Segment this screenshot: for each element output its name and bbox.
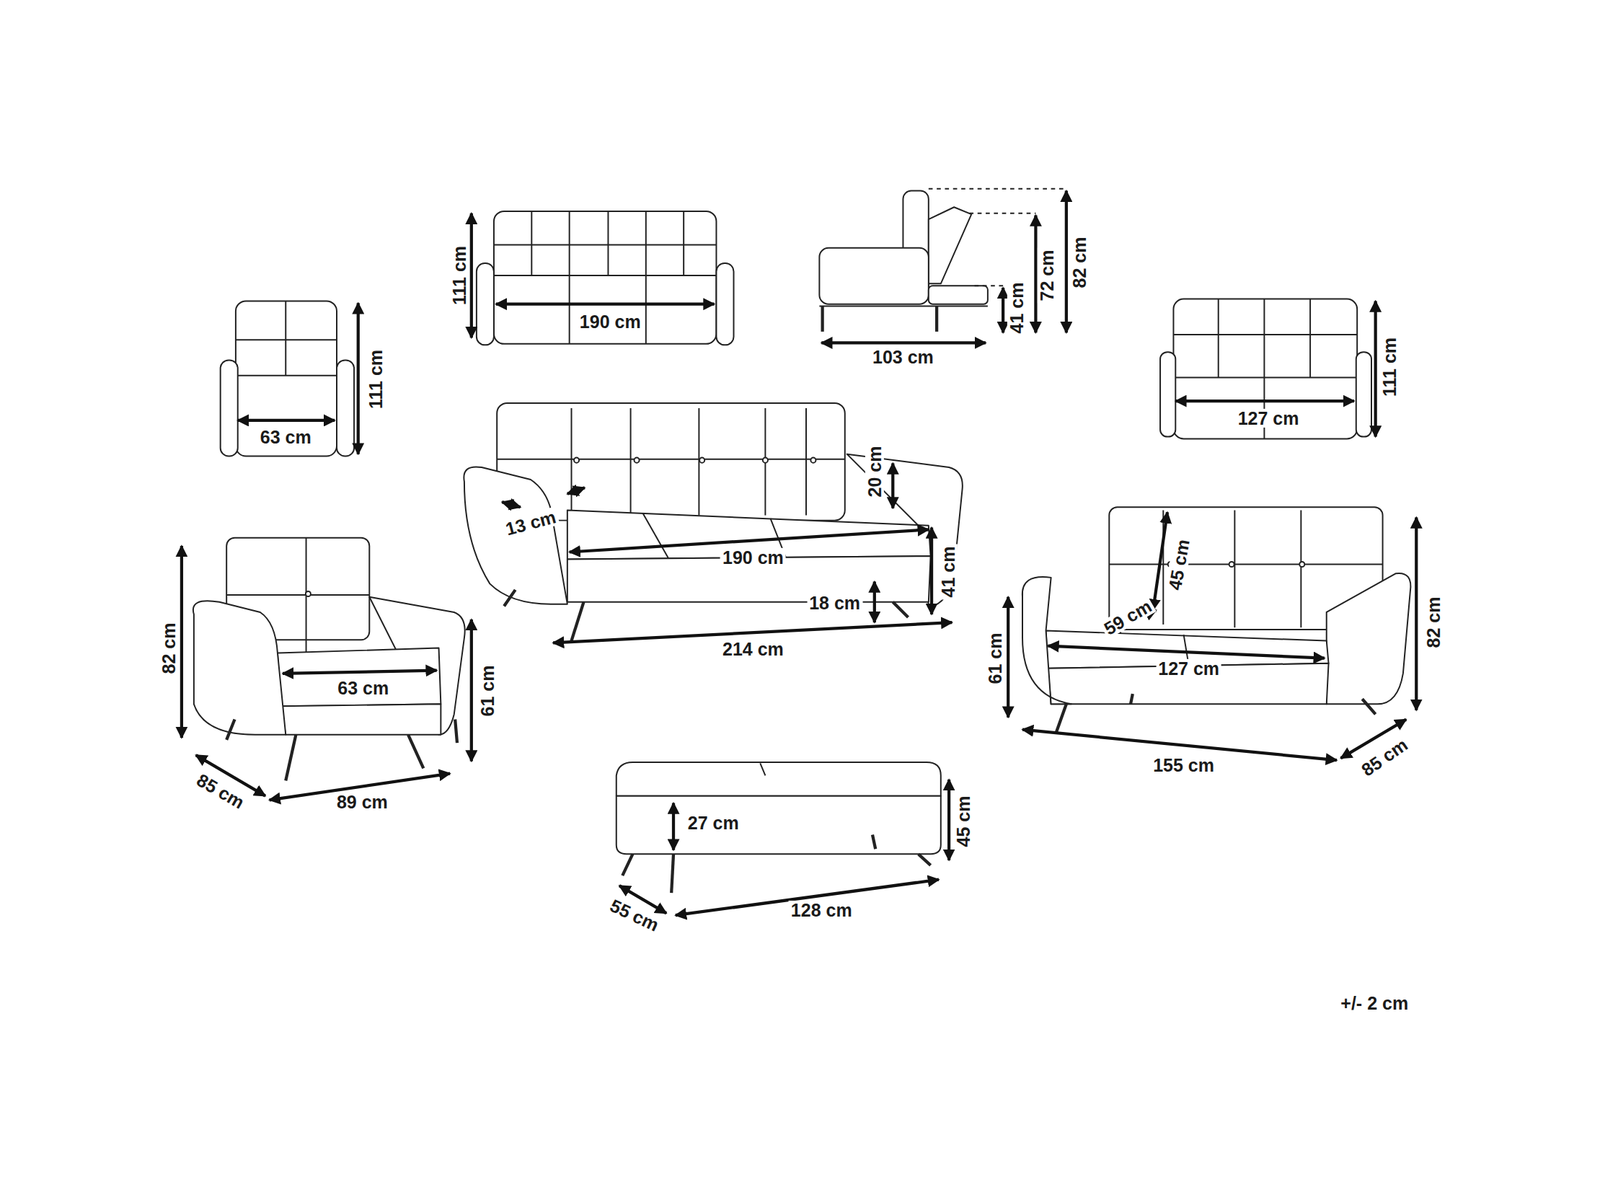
dimension-label: 89 cm xyxy=(334,792,391,812)
dimension-label: 41 cm xyxy=(1006,280,1026,337)
dimension-label: 127 cm xyxy=(1235,408,1302,428)
dimension-label: 127 cm xyxy=(1155,659,1222,678)
dimension-label: 41 cm xyxy=(938,543,958,600)
dimension-label: 20 cm xyxy=(865,443,885,499)
dimension-label: 61 cm xyxy=(478,663,497,719)
dimension-label: 18 cm xyxy=(806,593,863,613)
dimension-label: 27 cm xyxy=(685,813,742,833)
dimension-label: 103 cm xyxy=(870,347,936,367)
dimension-arrows xyxy=(181,191,1417,916)
dimension-label: 214 cm xyxy=(720,639,786,659)
dimension-label: +/- 2 cm xyxy=(1338,993,1411,1013)
dimension-label: 111 cm xyxy=(366,347,386,411)
dimension-label: 61 cm xyxy=(985,630,1005,686)
dimension-label: 190 cm xyxy=(577,312,644,331)
dimension-label: 155 cm xyxy=(1150,755,1217,775)
dimension-label: 111 cm xyxy=(1380,335,1399,399)
dimension-label: 45 cm xyxy=(953,793,973,850)
dimension-label: 82 cm xyxy=(1070,234,1089,290)
dimension-label: 55 cm xyxy=(605,894,665,936)
dimension-label: 85 cm xyxy=(1356,733,1413,781)
dimension-label: 190 cm xyxy=(720,547,786,567)
dimension-label: 82 cm xyxy=(1424,594,1443,651)
dimension-label: 85 cm xyxy=(191,768,250,813)
dimension-label: 72 cm xyxy=(1037,248,1057,304)
dimension-label: 82 cm xyxy=(158,620,178,676)
dimension-label: 128 cm xyxy=(788,900,855,920)
outlines xyxy=(193,188,1412,893)
dimension-label: 63 cm xyxy=(335,678,391,698)
dimension-label: 63 cm xyxy=(258,427,314,447)
dimension-label: 111 cm xyxy=(449,243,469,308)
